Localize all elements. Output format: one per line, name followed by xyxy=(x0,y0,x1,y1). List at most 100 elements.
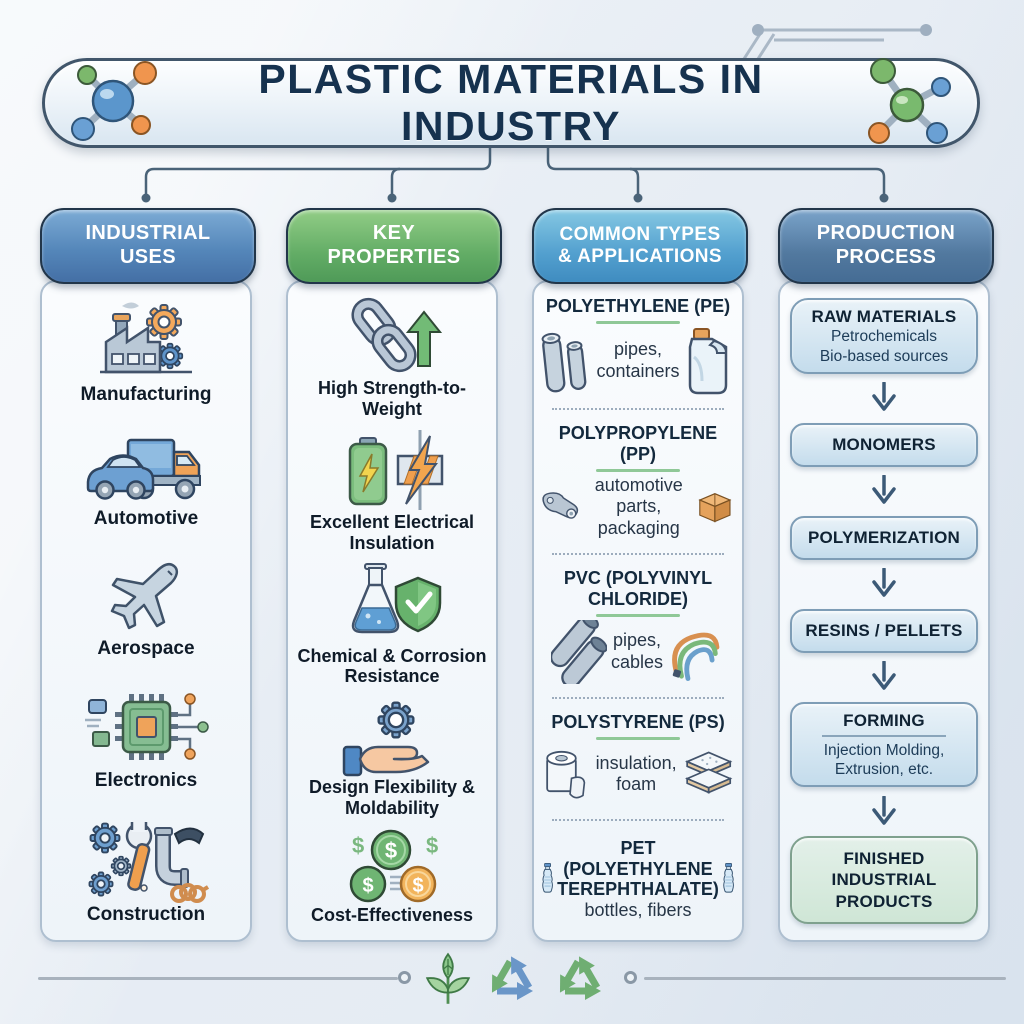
header-line: COMMON TYPES xyxy=(559,223,721,245)
prop-item-cost: $ $ $ $ $ Cost-Effectiveness xyxy=(296,827,488,926)
footer-dot xyxy=(398,971,411,984)
process-step-title: RAW MATERIALS xyxy=(811,307,957,326)
battery-insulator-icon xyxy=(348,429,444,510)
footer-line xyxy=(644,977,1006,980)
green-underline xyxy=(596,320,680,324)
car-truck-icon xyxy=(86,438,201,500)
prop-label: Chemical & Corrosion Resistance xyxy=(297,645,487,687)
type-section-ps: POLYSTYRENE (PS) insulation, foam xyxy=(540,712,736,805)
process-step-title: FINISHED xyxy=(843,849,925,869)
header-line: & APPLICATIONS xyxy=(558,246,722,267)
pipes-icon xyxy=(542,332,587,393)
process-step-title: INDUSTRIAL xyxy=(831,870,937,890)
foam-roll-icon xyxy=(546,751,586,799)
application-text: foam xyxy=(616,774,657,795)
title-bar: PLASTIC MATERIALS IN INDUSTRY xyxy=(42,56,980,149)
use-label: Aerospace xyxy=(97,638,195,660)
green-underline xyxy=(596,468,680,472)
application-text: pipes, xyxy=(613,339,663,360)
prop-item-insulation: Excellent Electrical Insulation xyxy=(296,428,488,553)
footer-dot xyxy=(624,971,637,984)
header-common-types: COMMON TYPES & APPLICATIONS xyxy=(532,208,748,284)
type-section-pet: PET (POLYETHYLENE TEREPHTHALATE) bottles… xyxy=(540,834,736,926)
header-production-process: PRODUCTION PROCESS xyxy=(778,208,994,284)
prop-label: Excellent Electrical Insulation xyxy=(309,511,475,553)
page-title: PLASTIC MATERIALS IN INDUSTRY xyxy=(258,56,764,149)
divider xyxy=(822,735,946,737)
svg-text:$: $ xyxy=(426,833,438,858)
recycle-icon xyxy=(484,952,540,1008)
down-arrow-icon xyxy=(872,475,896,505)
coins-icon: $ $ $ $ $ xyxy=(349,830,438,903)
process-step-raw-materials: RAW MATERIALS Petrochemicals Bio-based s… xyxy=(790,298,978,374)
type-section-pe: POLYETHYLENE (PE) pipes, containers xyxy=(540,296,736,395)
cables-icon xyxy=(672,632,720,681)
use-label: Construction xyxy=(86,904,206,926)
container-jug-icon xyxy=(688,327,727,394)
polymer-name: POLYPROPYLENE (PP) xyxy=(558,423,718,465)
molecule-left-icon xyxy=(71,61,157,141)
type-section-pvc: PVC (POLYVINYL CHLORIDE) pipes, cable xyxy=(540,568,736,684)
prop-item-strength: High Strength-to-Weight xyxy=(296,296,488,419)
panel-common-types: POLYETHYLENE (PE) pipes, containers xyxy=(532,280,744,942)
header-industrial-uses: INDUSTRIAL USES xyxy=(40,208,256,284)
dotted-separator xyxy=(551,408,725,411)
process-step-title: PRODUCTS xyxy=(835,891,933,911)
factory-icon xyxy=(100,302,192,374)
process-step-subtitle: Petrochemicals xyxy=(831,328,937,346)
process-step-forming: FORMING Injection Molding, Extrusion, et… xyxy=(790,701,978,788)
bottle-icon xyxy=(723,862,734,893)
recycle-icon xyxy=(552,952,608,1008)
connector-lines xyxy=(141,148,889,203)
application-text: automotive parts, xyxy=(594,474,683,517)
process-step-monomers: MONOMERS xyxy=(790,422,978,467)
chip-icon xyxy=(85,693,209,761)
down-arrow-icon xyxy=(872,568,896,598)
use-item-manufacturing: Manufacturing xyxy=(50,296,242,406)
header-key-properties: KEY PROPERTIES xyxy=(286,208,502,284)
down-arrow-icon xyxy=(872,382,896,412)
svg-text:$: $ xyxy=(412,875,423,897)
circuit-lines-icon xyxy=(740,24,932,63)
type-section-pp: POLYPROPYLENE (PP) automotive parts, pac… xyxy=(540,423,736,539)
hand-gear-icon xyxy=(342,701,430,777)
down-arrow-icon xyxy=(872,661,896,691)
application-text: cables xyxy=(610,651,664,672)
use-item-electronics: Electronics xyxy=(50,686,242,792)
use-label: Electronics xyxy=(94,770,198,792)
application-text: insulation, xyxy=(595,752,677,773)
application-text: packaging xyxy=(597,518,680,538)
foam-sheets-icon xyxy=(684,751,732,794)
svg-text:$: $ xyxy=(362,875,373,897)
process-step-title: POLYMERIZATION xyxy=(807,528,961,548)
box-icon xyxy=(698,493,732,523)
header-line: PROCESS xyxy=(835,246,937,268)
use-label: Automotive xyxy=(93,508,199,530)
plant-icon xyxy=(425,952,471,1004)
use-label: Manufacturing xyxy=(80,384,212,405)
dotted-separator xyxy=(551,818,725,821)
panel-key-properties: High Strength-to-Weight Excellent Electr… xyxy=(286,280,498,942)
prop-item-resistance: Chemical & Corrosion Resistance xyxy=(296,562,488,687)
process-step-subtitle: Injection Molding, xyxy=(823,741,945,759)
flask-shield-icon xyxy=(351,562,442,633)
use-item-construction: Construction xyxy=(50,818,242,926)
process-step-title: FORMING xyxy=(843,710,925,730)
dotted-separator xyxy=(551,697,725,700)
tools-icon xyxy=(88,820,209,904)
polymer-name: POLYETHYLENE (PE) xyxy=(545,296,731,316)
polymer-name: (POLYETHYLENE xyxy=(563,858,713,879)
process-step-polymerization: POLYMERIZATION xyxy=(790,515,978,560)
panel-industrial-uses: Manufacturing Automotive xyxy=(40,280,252,942)
process-step-title: MONOMERS xyxy=(832,435,936,455)
polymer-name: CHLORIDE) xyxy=(588,589,688,610)
molecule-right-icon xyxy=(868,58,951,144)
footer xyxy=(0,944,1024,1014)
use-item-aerospace: Aerospace xyxy=(50,556,242,660)
green-underline xyxy=(596,613,680,617)
header-line: PROPERTIES xyxy=(327,246,461,268)
pvc-pipes-icon xyxy=(550,619,607,684)
dotted-separator xyxy=(551,552,725,555)
process-step-subtitle: Extrusion, etc. xyxy=(834,760,934,778)
prop-label: Design Flexibility & Moldability xyxy=(308,777,476,819)
